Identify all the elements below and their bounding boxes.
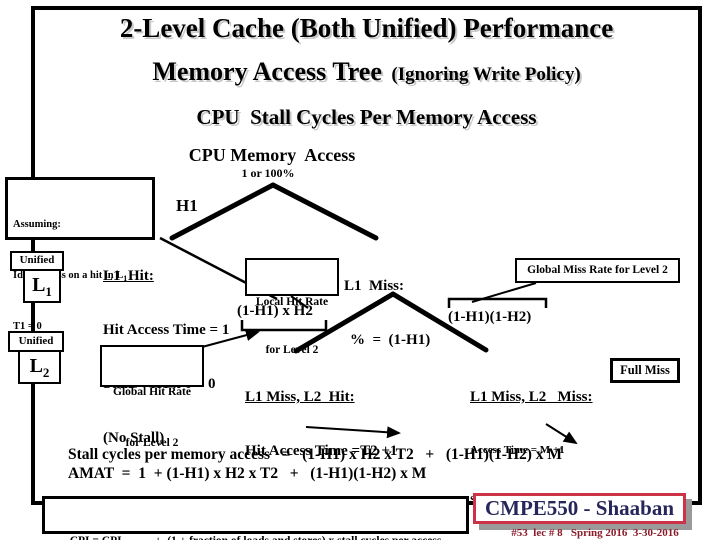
l2-hit-heading: L1 Miss, L2 Hit: <box>245 389 355 405</box>
footer-lecture-detail: #53 lec # 8 Spring 2016 3-30-2016 <box>511 527 679 539</box>
overbrace-l2-miss-weight <box>447 297 548 308</box>
l1-miss-rate: % = (1-H1) <box>350 332 431 348</box>
l1-hit-line: Hit Access Time = 1 <box>103 322 230 338</box>
global-hit-rate-note: Global Hit Rate for Level 2 <box>100 345 204 449</box>
global-hit-rate-line: for Level 2 <box>125 437 179 449</box>
l2-miss-heading: L1 Miss, L2 Miss: <box>470 389 593 405</box>
l2-box-subscript: 2 <box>42 365 50 380</box>
assumptions-heading: Assuming: <box>13 219 61 230</box>
subtitle-paren: (Ignoring Write Policy) <box>381 64 581 85</box>
l1-hit-node: L1 Hit: Hit Access Time = 1 Stalls= H1 x… <box>103 231 229 483</box>
l1-hit-line: (No Stall) <box>103 430 165 446</box>
l2-miss-weight-label: (1-H1)(1-H2) <box>448 309 532 325</box>
branch-l2-miss <box>390 291 489 353</box>
l1-hit-heading: L1 Hit: <box>103 268 154 284</box>
branch-l1-miss <box>270 182 379 241</box>
l2-hit-weight-label: (1-H1) x H2 <box>237 303 313 319</box>
branch-l1-hit <box>169 182 276 241</box>
full-miss-badge: Full Miss <box>610 358 680 383</box>
page-title: 2-Level Cache (Both Unified) Performance <box>119 13 614 43</box>
l2-hit-to-formula-arrow <box>305 426 401 439</box>
l1-subscript: 1 <box>123 274 128 284</box>
subtitle-main: Memory Access Tree <box>152 57 382 86</box>
l2-unified-tag: Unified <box>8 331 64 352</box>
l1-unified-tag: Unified <box>10 251 64 271</box>
tree-root-rate: 1 or 100% <box>241 166 295 180</box>
assumptions-line3: T1 = 0 <box>13 321 42 332</box>
course-stamp: CMPE550 - Shaaban <box>473 493 686 524</box>
stall-cycles-formula: Stall cycles per memory access = (1-H1) … <box>68 446 563 463</box>
global-hit-rate-pointer-arrow <box>201 329 260 348</box>
local-hit-rate-line: for Level 2 <box>265 344 319 356</box>
l2-miss-small-line: Access Time = M +1 <box>470 444 565 456</box>
global-miss-rate-note: Global Miss Rate for Level 2 <box>515 258 680 283</box>
h1-branch-label: H1 <box>176 196 198 215</box>
l2-hit-line: Hit Access Time =T2 +1 <box>245 443 398 459</box>
amat-formula: AMAT = 1 + (1-H1) x H2 x T2 + (1-H1)(1-H… <box>68 465 427 482</box>
l1-cache-box: L1 <box>23 269 61 303</box>
l2-miss-to-formula-arrow <box>545 423 578 445</box>
l1-box-subscript: 1 <box>45 284 52 299</box>
local-hit-rate-note: Local Hit Rate for Level 2 <box>245 258 339 356</box>
tree-root-label: CPU Memory Access <box>188 145 356 165</box>
l1-miss-heading: L1 Miss: <box>344 278 404 294</box>
local-hit-rate-pointer-line <box>290 295 309 309</box>
l2-cache-box: L2 <box>18 350 61 384</box>
l1-miss-node: L1 Miss: % = (1-H1) <box>344 241 430 385</box>
page-subtitle: Memory Access Tree (Ignoring Write Polic… <box>41 57 692 87</box>
section-title: CPU Stall Cycles Per Memory Access <box>196 105 537 129</box>
underbrace-l2-hit-weight <box>240 320 328 332</box>
branch-l2-hit <box>293 291 396 354</box>
cpi-note: CPI = CPIexecution + (1 + fraction of lo… <box>42 496 469 540</box>
global-hit-rate-line: Global Hit Rate <box>113 386 191 398</box>
cpi-line1: CPI = CPIexecution + (1 + fraction of lo… <box>45 533 466 540</box>
local-hit-rate-line: Local Hit Rate <box>255 296 329 308</box>
